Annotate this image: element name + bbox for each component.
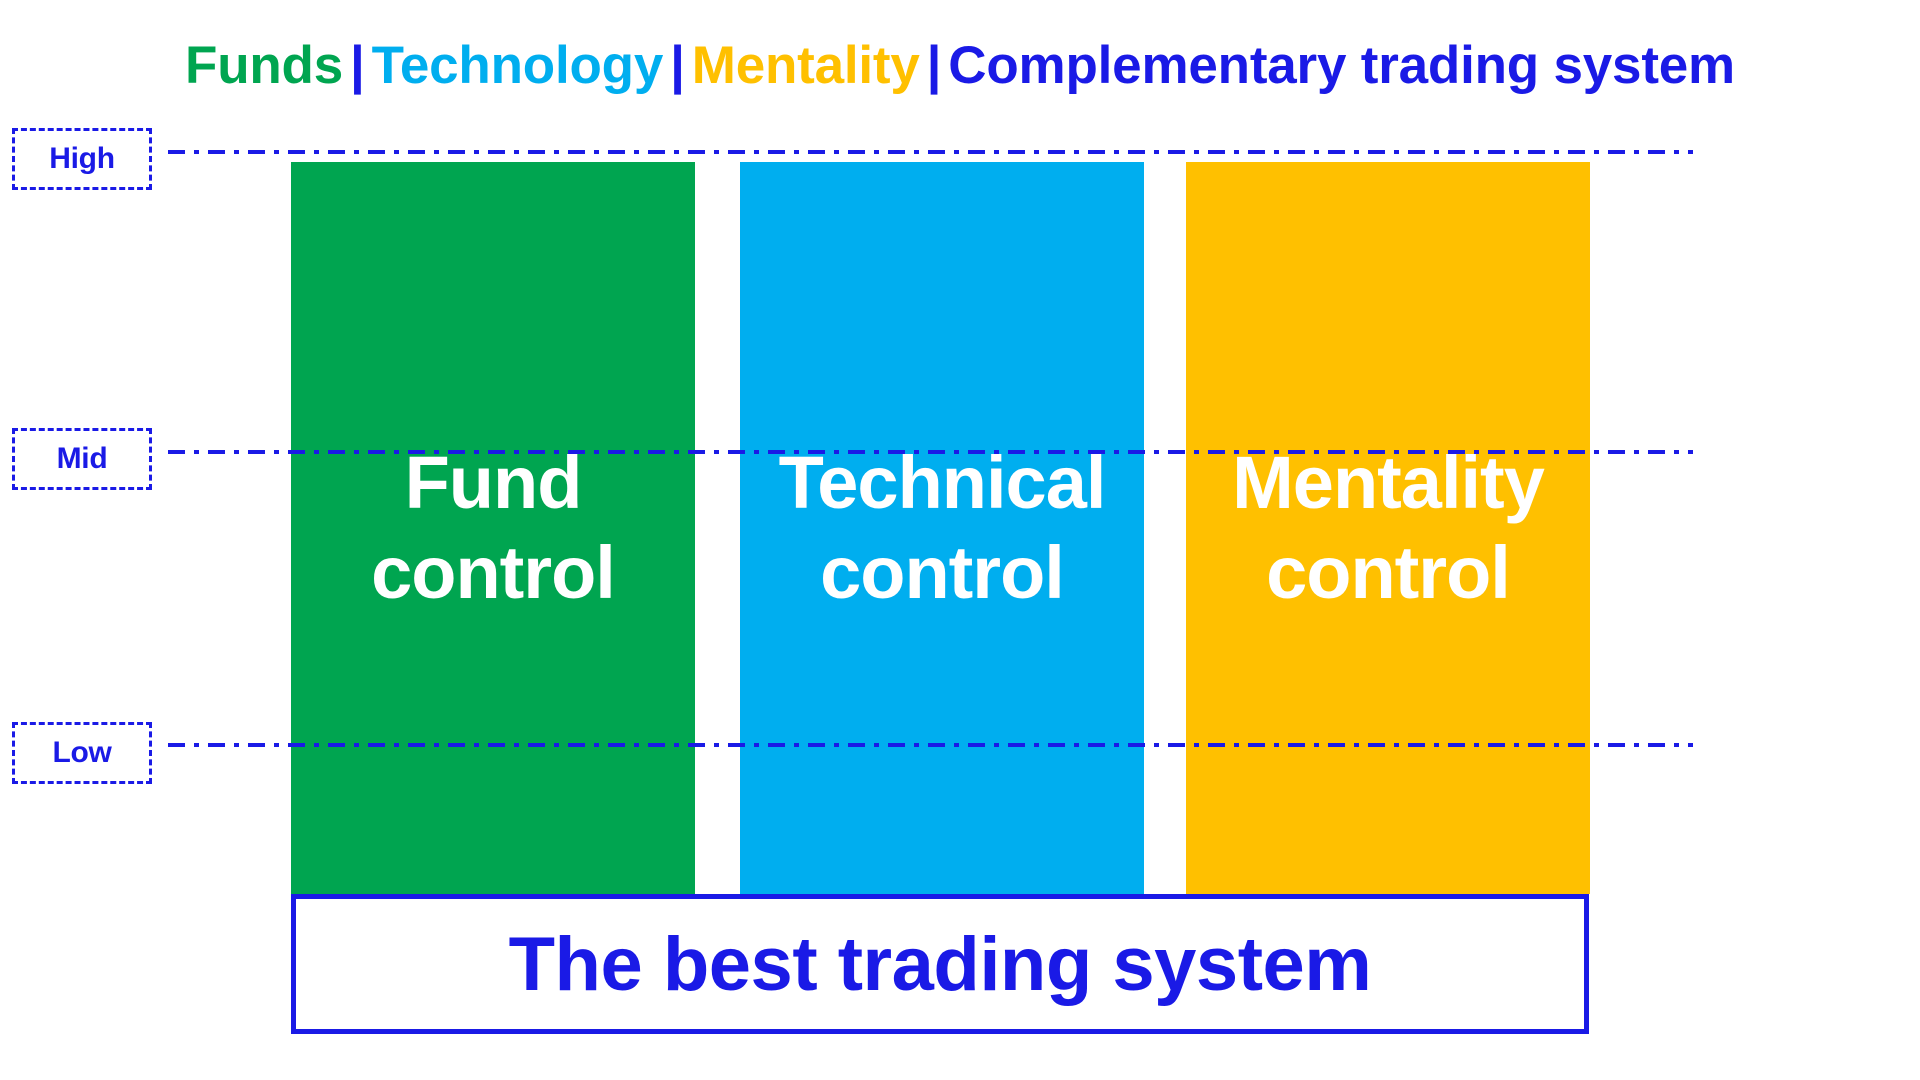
page-title: Funds|Technology|Mentality|Complementary…	[0, 38, 1920, 94]
bar-technical-control[interactable]: Technical control	[740, 162, 1144, 894]
gridline-mid	[168, 450, 1693, 454]
conclusion-banner-text: The best trading system	[508, 921, 1372, 1007]
title-segment-mentality: Mentality	[691, 36, 920, 95]
title-separator-2: |	[670, 36, 685, 95]
conclusion-banner: The best trading system	[291, 894, 1589, 1034]
bar-mentality-control-label-line1: Mentality	[1232, 440, 1545, 524]
gridline-high	[168, 150, 1693, 154]
bar-mentality-control[interactable]: Mentality control	[1186, 162, 1590, 894]
axis-label-low-text: Low	[52, 736, 112, 769]
bar-mentality-control-label-line2: control	[1266, 531, 1511, 614]
axis-label-low: Low	[12, 722, 152, 784]
axis-label-high: High	[12, 128, 152, 190]
bar-fund-control-label-line2: control	[371, 531, 616, 614]
axis-label-mid: Mid	[12, 428, 152, 490]
title-segment-complementary: Complementary trading system	[948, 36, 1735, 95]
axis-label-mid-text: Mid	[56, 442, 108, 475]
bar-fund-control[interactable]: Fund control	[291, 162, 695, 894]
title-segment-technology: Technology	[371, 36, 664, 95]
bar-fund-control-label-line1: Fund	[404, 440, 583, 524]
bar-technical-control-label-line2: control	[820, 531, 1065, 614]
title-separator-3: |	[926, 36, 942, 95]
bar-technical-control-label-line1: Technical	[778, 440, 1107, 524]
gridline-low	[168, 743, 1693, 747]
axis-label-high-text: High	[49, 142, 115, 175]
title-segment-funds: Funds	[185, 36, 343, 95]
title-separator-1: |	[350, 36, 365, 95]
